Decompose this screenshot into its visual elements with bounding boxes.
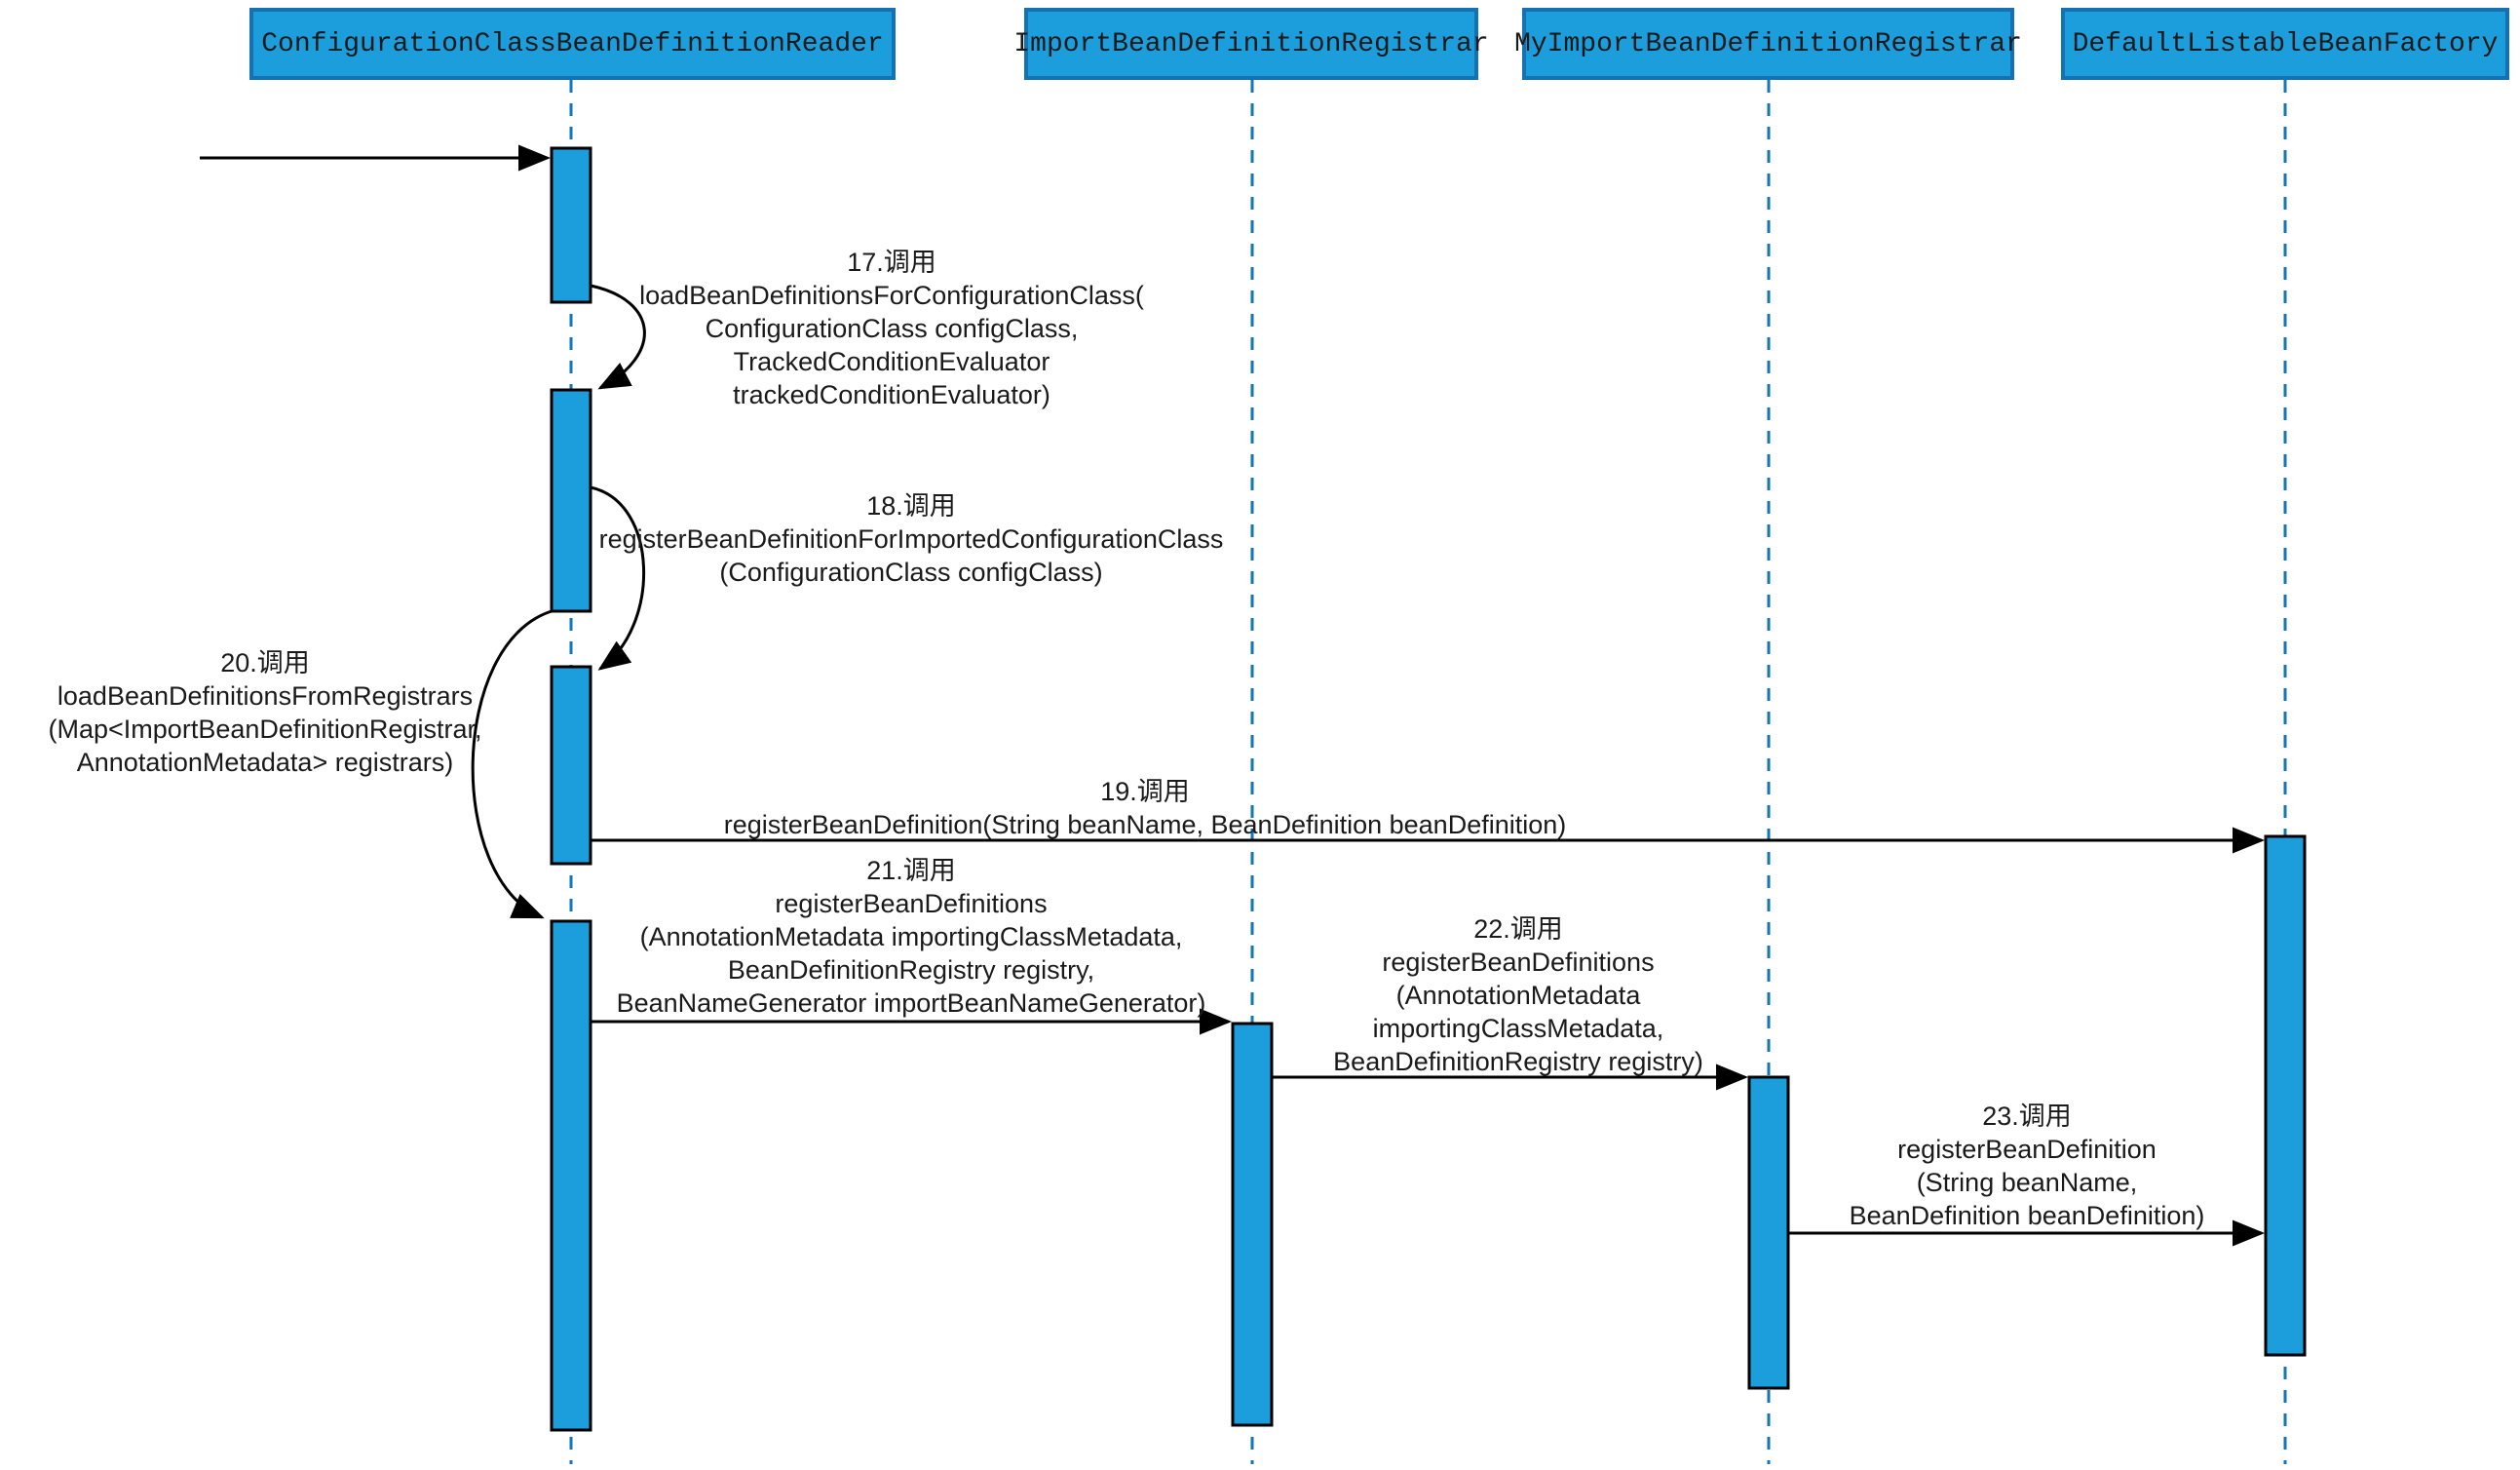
- participant-import-bean-definition-registrar: ImportBeanDefinitionRegistrar: [1013, 8, 1489, 80]
- participant-default-listable-bean-factory: DefaultListableBeanFactory: [2061, 8, 2509, 80]
- self-call-arrow-18: [590, 485, 646, 671]
- message-17-label: 17.调用 loadBeanDefinitionsForConfiguratio…: [639, 248, 1144, 409]
- activation-bar-my-import-registrar: [1747, 1075, 1790, 1390]
- message-20-label: 20.调用 loadBeanDefinitionsFromRegistrars …: [48, 648, 482, 777]
- activation-bar-reader-4: [550, 919, 592, 1432]
- activation-bar-reader-3: [550, 665, 592, 866]
- message-19-label: 19.调用 registerBeanDefinition(String bean…: [723, 777, 1567, 839]
- message-18-label: 18.调用 registerBeanDefinitionForImportedC…: [598, 491, 1224, 587]
- message-21-label: 21.调用 registerBeanDefinitions (Annotatio…: [616, 856, 1206, 1018]
- participant-label: ImportBeanDefinitionRegistrar: [1013, 28, 1489, 59]
- participant-label: MyImportBeanDefinitionRegistrar: [1514, 28, 2022, 59]
- participant-label: DefaultListableBeanFactory: [2072, 28, 2499, 59]
- activation-bar-import-registrar: [1231, 1022, 1274, 1427]
- participant-label: ConfigurationClassBeanDefinitionReader: [261, 28, 884, 59]
- self-call-arrow-20: [471, 609, 553, 919]
- participant-my-import-bean-definition-registrar: MyImportBeanDefinitionRegistrar: [1514, 8, 2022, 80]
- self-call-arrow-17: [590, 284, 646, 390]
- activation-bar-reader-2: [550, 388, 592, 613]
- activation-bar-reader-1: [550, 146, 592, 304]
- message-22-label: 22.调用 registerBeanDefinitions (Annotatio…: [1333, 914, 1703, 1076]
- message-23-label: 23.调用 registerBeanDefinition (String bea…: [1849, 1102, 2205, 1230]
- participant-configuration-class-bean-definition-reader: ConfigurationClassBeanDefinitionReader: [249, 8, 896, 80]
- activation-bar-bean-factory: [2264, 834, 2307, 1357]
